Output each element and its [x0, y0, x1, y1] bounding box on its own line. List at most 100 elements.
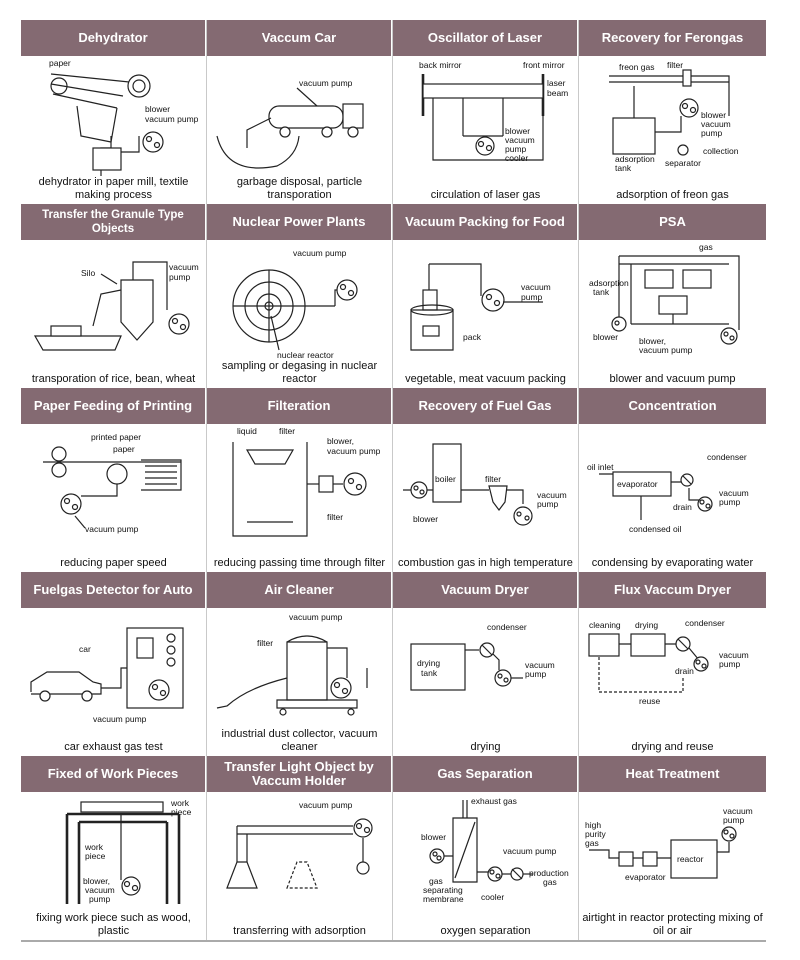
label-vacuum: vacuum	[85, 885, 115, 895]
row-3: Paper Feeding of Printing printed paper …	[21, 388, 766, 572]
label-high: high	[585, 820, 601, 830]
cell-body: printed paper paper vacuum pump reducing…	[21, 424, 206, 572]
label-gas: gas	[699, 242, 713, 252]
label-blower: blower,	[327, 436, 354, 446]
label-reactor: reactor	[677, 854, 704, 864]
cell-body: vacuum pump nuclear reactor sampling or …	[207, 240, 392, 388]
cell-caption: industrial dust collector, vacuum cleane…	[221, 728, 378, 753]
cell-oscillator-of-laser: Oscillator of Laser back mirror front mi…	[393, 20, 579, 204]
label-vacuum: vacuum	[505, 135, 535, 145]
cell-recovery-fuel-gas: Recovery of Fuel Gas boiler filter vacuu…	[393, 388, 579, 572]
label-separating: separating	[423, 885, 463, 895]
applications-grid: Dehydrator paper blower vacuum pump	[21, 20, 766, 940]
cell-body: gas adsorption tank blower blower,	[579, 240, 766, 388]
cell-title: Filteration	[207, 388, 392, 424]
label-paper: paper	[113, 444, 135, 454]
cell-body: high purity gas reactor vacuum pump eva	[579, 792, 766, 940]
cell-title: Gas Separation	[393, 756, 578, 792]
cell-title: Oscillator of Laser	[393, 20, 578, 56]
laser-diagram: back mirror front mirror laser beam blow…	[419, 60, 568, 163]
cell-caption: fixing work piece such as wood, plastic	[36, 912, 191, 937]
label-reuse: reuse	[639, 696, 661, 706]
row-4: Fuelgas Detector for Auto car vacuum	[21, 572, 766, 756]
cell-title: Vacuum Dryer	[393, 572, 578, 608]
cell-fixed-work-pieces: Fixed of Work Pieces work piece work pie…	[21, 756, 207, 940]
cell-body: back mirror front mirror laser beam blow…	[393, 56, 578, 204]
vacuum-pump-icon	[720, 327, 738, 345]
label-vacuum-pump: vacuum pump	[299, 78, 353, 88]
label-blower: blower	[701, 110, 726, 120]
cell-transfer-light-object: Transfer Light Object by Vaccum Holder v…	[207, 756, 393, 940]
label-vacuum-pump: vacuum pump	[93, 714, 147, 724]
cell-title: Recovery for Ferongas	[579, 20, 766, 56]
label-vacuum: vacuum	[537, 490, 567, 500]
vacuum-pump-icon	[494, 669, 512, 687]
label-condenser: condenser	[487, 622, 527, 632]
cell-gas-separation: Gas Separation exhaust gas blower	[393, 756, 579, 940]
label-exhaust-gas: exhaust gas	[471, 796, 517, 806]
label-condenser: condenser	[685, 618, 725, 628]
label-beam: beam	[547, 88, 568, 98]
vacuum-pump-icon	[693, 656, 709, 672]
vacuum-pump-icon	[330, 677, 352, 699]
label-vacuum-pump: vacuum pump	[145, 114, 199, 124]
nuclear-diagram: vacuum pump nuclear reactor	[232, 248, 358, 360]
label-gas-2: gas	[429, 876, 443, 886]
vacuum-pump-icon	[721, 826, 737, 842]
cell-title: Nuclear Power Plants	[207, 204, 392, 240]
label-cooler: cooler	[481, 892, 504, 902]
label-gas: gas	[585, 838, 599, 848]
label-blower: blower,	[83, 876, 110, 886]
cell-title: Dehydrator	[21, 20, 206, 56]
cell-vaccum-car: Vaccum Car vacuum pump garbage disposal,…	[207, 20, 393, 204]
label-pump: pump	[169, 272, 191, 282]
cell-body: condenser drying tank vacuum pump drying	[393, 608, 578, 756]
label-printed-paper: printed paper	[91, 432, 141, 442]
label-work-2: work	[84, 842, 104, 852]
label-vacuum-pump: vacuum pump	[299, 800, 353, 810]
label-blower: blower	[505, 126, 530, 136]
label-filter-top: filter	[279, 426, 295, 436]
label-vacuum-pump: vacuum pump	[85, 524, 139, 534]
label-blower: blower	[413, 514, 438, 524]
label-vacuum-pump: vacuum pump	[327, 446, 381, 456]
cell-title: Fuelgas Detector for Auto	[21, 572, 206, 608]
label-boiler: boiler	[435, 474, 456, 484]
car-icon	[30, 671, 102, 702]
label-vacuum: vacuum	[719, 650, 749, 660]
cell-caption: drying and reuse	[631, 741, 714, 753]
label-paper: paper	[49, 58, 71, 68]
cell-body: liquid filter blower, vacuum pump filter…	[207, 424, 392, 572]
cell-flux-vaccum-dryer: Flux Vaccum Dryer cleaning drying conden…	[579, 572, 766, 756]
label-vacuum-pump: vacuum pump	[293, 248, 347, 258]
label-filter: filter	[667, 60, 683, 70]
blower-pump-icon	[336, 279, 358, 301]
label-back-mirror: back mirror	[419, 60, 462, 70]
fuelgas-detector-diagram: car vacuum pump	[30, 627, 184, 724]
fuel-gas-diagram: boiler filter vacuum pump blower	[403, 443, 567, 526]
label-car: car	[79, 644, 91, 654]
label-vacuum-pump: vacuum pump	[289, 612, 343, 622]
vaccum-car-diagram: vacuum pump	[216, 78, 364, 169]
concentration-diagram: oil inlet condenser evaporator vacuum pu…	[587, 452, 749, 534]
cell-caption: combustion gas in high temperature	[398, 557, 573, 569]
gas-separation-diagram: exhaust gas blower vacuum pump	[421, 796, 569, 904]
label-vacuum-pump: vacuum pump	[503, 846, 557, 856]
label-silo: Silo	[81, 268, 95, 278]
cell-caption: oxygen separation	[440, 925, 531, 937]
cell-body: Silo vacuum pump transporation of rice, …	[21, 240, 206, 388]
blower-pump-icon	[481, 288, 505, 312]
label-front-mirror: front mirror	[523, 60, 565, 70]
vacuum-pump-icon	[513, 506, 533, 526]
label-drain: drain	[675, 666, 694, 676]
label-work: work	[170, 798, 190, 808]
granule-diagram: Silo vacuum pump	[33, 261, 199, 351]
cell-paper-feeding: Paper Feeding of Printing printed paper …	[21, 388, 207, 572]
cell-body: oil inlet condenser evaporator vacuum pu…	[579, 424, 766, 572]
bottom-rule	[21, 940, 766, 942]
label-nuclear-reactor: nuclear reactor	[277, 350, 334, 360]
cell-title: Heat Treatment	[579, 756, 766, 792]
cell-title: Transfer the Granule Type Objects	[21, 204, 206, 240]
blower-pump-icon	[60, 493, 82, 515]
label-vacuum-pump: vacuum pump	[639, 345, 693, 355]
